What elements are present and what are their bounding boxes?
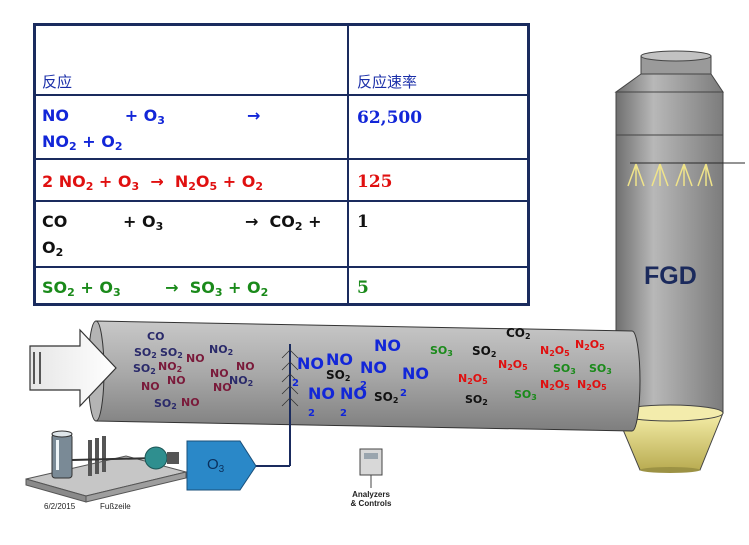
analyzers-label: Analyzers& Controls [350,490,392,508]
species-label: SO2 [134,346,157,360]
species-label: SO2 [133,362,156,376]
species-label: SO2 [160,346,183,360]
species-label: NO [326,350,353,369]
reaction-products: → CO2 + [245,212,322,233]
table-row: CO + O3 → CO2 + O2 1 [36,200,527,266]
species-label: SO2 [326,368,351,383]
species-label: NO [402,364,429,383]
species-label: NO2 [158,360,183,374]
table-row: SO2 + O3 → SO3 + O2 5 [36,266,527,306]
species-label: N2O5 [540,344,570,358]
species-subscript: 2 [340,408,347,419]
species-label: NO [308,384,335,403]
table-row: 2 NO2 + O3 → N2O5 + O2 125 [36,158,527,200]
table-row: NO + O3 → NO2 + O2 62,500 [36,94,527,158]
species-label: NO [167,374,186,387]
species-label: SO2 [374,390,399,405]
inlet-arrow [29,328,117,408]
reaction-arrow: → [247,106,261,125]
species-label: NO [210,367,229,380]
species-label: NO [181,396,200,409]
footer-text: Fußzeile [100,502,131,511]
species-label: NO [186,352,205,365]
species-label: NO [360,358,387,377]
species-label: NO2 [229,374,254,388]
species-label: SO2 [472,344,497,359]
reaction-text: SO2 + O3 → SO3 + O2 [42,278,269,299]
species-label: CO [147,330,165,343]
reaction-text: NO + O3 [42,106,165,127]
species-label: SO3 [589,362,612,376]
fgd-label: FGD [644,262,697,290]
species-label: N2O5 [577,378,607,392]
species-label: CO2 [506,326,531,341]
fgd-tower [614,50,724,473]
species-label: N2O5 [540,378,570,392]
table-header-row: 反应 反应速率 [36,26,527,94]
table-divider [347,26,349,303]
reaction-text: 2 NO2 + O3 → N2O5 + O2 [42,172,263,193]
species-label: SO2 [154,397,177,411]
header-rate: 反应速率 [357,73,418,91]
ozone-generator [186,440,257,491]
reaction-table: 反应 反应速率 NO + O3 → NO2 + O2 62,500 2 NO2 … [33,23,530,306]
species-label: SO3 [430,344,453,358]
species-label: N2O5 [458,372,488,386]
header-reaction: 反应 [42,73,73,91]
reaction-rate: 5 [357,278,369,298]
reaction-products: NO2 + O2 [42,132,123,153]
species-label: SO3 [553,362,576,376]
species-subscript: 2 [308,408,315,419]
species-label: SO3 [514,388,537,402]
reaction-text: CO + O3 [42,212,164,233]
species-subscript: 2 [360,380,367,391]
spray-header [627,162,745,187]
species-label: NO [297,354,324,373]
ozone-lance [254,344,299,467]
species-label: NO [213,381,232,394]
analyzer-cabinet [359,448,383,488]
species-label: NO2 [209,343,234,357]
species-label: NO [340,384,367,403]
ozone-label: O3 [207,456,225,475]
reaction-products-cont: O2 [42,238,64,259]
species-label: NO [141,380,160,393]
reaction-rate: 125 [357,172,393,192]
species-subscript: 2 [400,388,407,399]
species-label: N2O5 [575,338,605,352]
species-label: SO2 [465,393,488,407]
species-subscript: 2 [292,378,299,389]
reaction-rate: 62,500 [357,108,423,128]
feed-equipment [25,430,187,503]
species-label: NO [374,336,401,355]
species-label: N2O5 [498,358,528,372]
species-label: NO [236,360,255,373]
reaction-rate: 1 [357,212,369,232]
footer-date: 6/2/2015 [44,502,76,511]
